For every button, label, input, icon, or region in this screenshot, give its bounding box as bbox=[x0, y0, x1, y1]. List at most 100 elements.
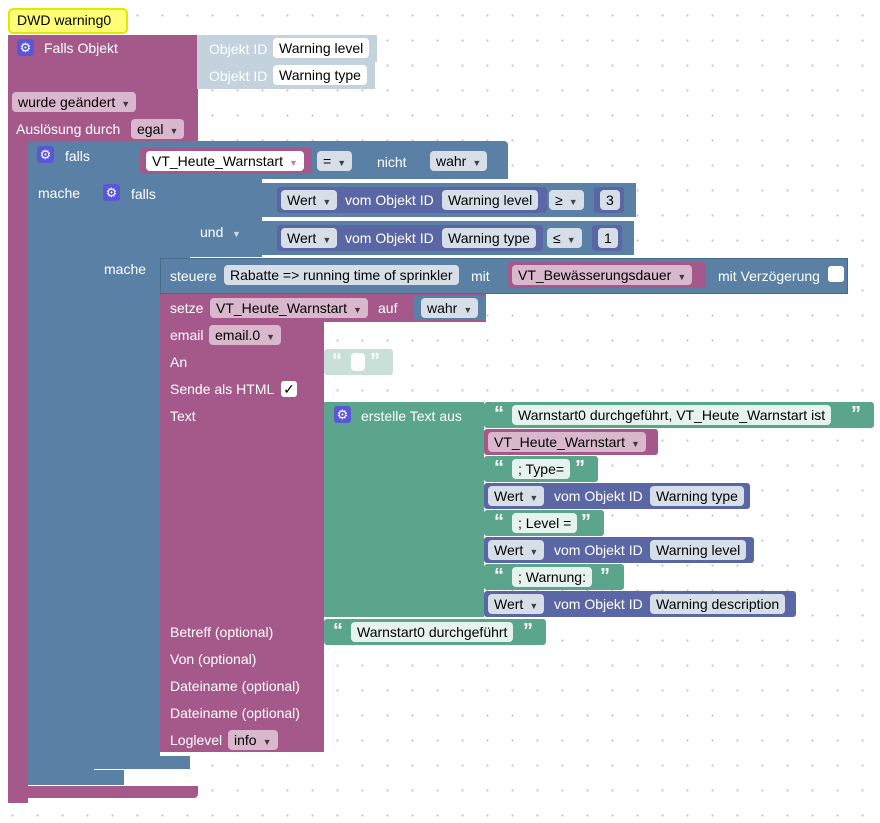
and-label: und bbox=[200, 224, 224, 240]
wert-select[interactable]: Wert▼ bbox=[488, 540, 545, 560]
from-label: Von (optional) bbox=[170, 651, 257, 667]
from-object-label: vom Objekt ID bbox=[554, 542, 643, 558]
inner-if-label: falls bbox=[131, 186, 156, 202]
get-value-item[interactable]: Wert▼ vom Objekt ID Warning level bbox=[484, 537, 754, 563]
text-item-field[interactable]: ; Level = bbox=[512, 513, 578, 533]
loglevel-select[interactable]: info▼ bbox=[228, 730, 278, 750]
wert-select[interactable]: Wert▼ bbox=[488, 594, 545, 614]
object-id-field[interactable]: Warning type bbox=[273, 65, 367, 85]
from-object-label: vom Objekt ID bbox=[345, 192, 434, 208]
not-label: nicht bbox=[377, 154, 407, 170]
and-arrow[interactable]: ▼ bbox=[232, 229, 241, 239]
outer-if-label: falls bbox=[65, 148, 90, 164]
quote-open-icon: “ bbox=[333, 620, 343, 642]
object-id-label: Objekt ID bbox=[209, 41, 268, 57]
object-id-field[interactable]: Warning level bbox=[273, 38, 370, 58]
object-id-field[interactable]: Warning type bbox=[442, 228, 536, 248]
text-item[interactable]: “ ; Level = ” bbox=[484, 510, 604, 536]
get-value-item[interactable]: Wert▼ vom Objekt ID Warning description bbox=[484, 591, 796, 617]
quote-close-icon: ” bbox=[851, 403, 861, 425]
to-text-field[interactable] bbox=[351, 353, 365, 371]
trigger-label: Falls Objekt bbox=[44, 40, 118, 56]
gear-icon[interactable]: ⚙ bbox=[103, 184, 120, 201]
quote-open-icon: “ bbox=[494, 565, 504, 587]
var-item-select[interactable]: VT_Heute_Warnstart▼ bbox=[488, 432, 646, 452]
text-join-block[interactable] bbox=[324, 402, 484, 617]
inner-if-left bbox=[94, 179, 160, 769]
wert-select[interactable]: Wert▼ bbox=[281, 190, 338, 210]
compare-op[interactable]: ≥▼ bbox=[549, 190, 584, 210]
with-label: mit bbox=[471, 268, 490, 284]
quote-open-icon: “ bbox=[494, 457, 504, 479]
gear-icon[interactable]: ⚙ bbox=[37, 146, 54, 163]
object-id-field[interactable]: Warning description bbox=[650, 594, 786, 614]
object-id-block-2[interactable]: Objekt ID Warning type bbox=[197, 62, 375, 89]
wert-select[interactable]: Wert▼ bbox=[281, 228, 338, 248]
number-field[interactable]: 1 bbox=[598, 228, 618, 248]
from-object-label: vom Objekt ID bbox=[554, 488, 643, 504]
change-select[interactable]: wurde geändert▼ bbox=[12, 92, 137, 112]
set-value-select[interactable]: wahr▼ bbox=[421, 298, 479, 318]
object-id-field[interactable]: Warning level bbox=[650, 540, 747, 560]
to-text-block[interactable]: “ ” bbox=[324, 349, 393, 375]
loglevel-label: Loglevel bbox=[170, 732, 223, 748]
text-item-field[interactable]: ; Warnung: bbox=[512, 567, 592, 587]
email-label: email bbox=[170, 327, 204, 343]
file1-label: Dateiname (optional) bbox=[170, 678, 300, 694]
from-object-label: vom Objekt ID bbox=[554, 596, 643, 612]
object-id-block-1[interactable]: Objekt ID Warning level bbox=[197, 35, 377, 62]
comment-bubble[interactable]: DWD warning0 bbox=[8, 8, 128, 34]
html-label: Sende als HTML bbox=[170, 381, 275, 397]
set-var-select[interactable]: VT_Heute_Warnstart▼ bbox=[210, 298, 368, 318]
outer-var-select[interactable]: VT_Heute_Warnstart▼ bbox=[146, 151, 304, 171]
object-id-field[interactable]: Warning type bbox=[650, 486, 744, 506]
subject-text-block[interactable]: “ Warnstart0 durchgeführt ” bbox=[324, 619, 546, 645]
text-item[interactable]: “ Warnstart0 durchgeführt, VT_Heute_Warn… bbox=[484, 402, 874, 428]
quote-close-icon: ” bbox=[600, 565, 610, 587]
get-value-item[interactable]: Wert▼ vom Objekt ID Warning type bbox=[484, 483, 750, 509]
quote-open-icon: “ bbox=[494, 403, 504, 425]
to-label: auf bbox=[378, 300, 398, 316]
control-label: steuere bbox=[170, 268, 217, 284]
outer-if-left bbox=[28, 141, 94, 785]
object-id-field[interactable]: Warning level bbox=[442, 190, 539, 210]
quote-close-icon: ” bbox=[523, 620, 533, 642]
var-item[interactable]: VT_Heute_Warnstart▼ bbox=[484, 429, 658, 455]
inner-if-bottom bbox=[94, 756, 190, 769]
text-label: Text bbox=[170, 408, 196, 424]
control-target-field[interactable]: Rabatte => running time of sprinkler bbox=[224, 265, 459, 285]
wert-select[interactable]: Wert▼ bbox=[488, 486, 545, 506]
outer-if-bottom bbox=[28, 770, 124, 785]
compare-op[interactable]: ≤▼ bbox=[547, 228, 582, 248]
subject-label: Betreff (optional) bbox=[170, 624, 274, 640]
compare-op[interactable]: =▼ bbox=[317, 151, 353, 171]
number-field[interactable]: 3 bbox=[600, 190, 620, 210]
gear-icon[interactable]: ⚙ bbox=[334, 406, 351, 423]
bool-select[interactable]: wahr▼ bbox=[430, 151, 488, 171]
text-item-field[interactable]: Warnstart0 durchgeführt, VT_Heute_Warnst… bbox=[512, 405, 832, 425]
inner-do-label: mache bbox=[104, 261, 147, 277]
control-block[interactable] bbox=[160, 258, 848, 294]
delay-label: mit Verzögerung bbox=[718, 268, 820, 284]
file2-label: Dateiname (optional) bbox=[170, 705, 300, 721]
subject-text-field[interactable]: Warnstart0 durchgeführt bbox=[351, 622, 514, 642]
text-item-field[interactable]: ; Type= bbox=[512, 459, 571, 479]
email-instance-select[interactable]: email.0▼ bbox=[209, 325, 282, 345]
object-id-label: Objekt ID bbox=[209, 68, 268, 84]
quote-open-icon: “ bbox=[494, 511, 504, 533]
outer-do-label: mache bbox=[38, 185, 81, 201]
from-object-label: vom Objekt ID bbox=[345, 230, 434, 246]
quote-open-icon: “ bbox=[332, 350, 342, 372]
delay-checkbox[interactable] bbox=[828, 266, 844, 282]
to-label: An bbox=[170, 354, 188, 370]
trigger-block-left bbox=[8, 35, 28, 803]
trigger-by-select[interactable]: egal▼ bbox=[131, 119, 185, 139]
quote-close-icon: ” bbox=[581, 511, 591, 533]
gear-icon[interactable]: ⚙ bbox=[17, 39, 34, 56]
set-label: setze bbox=[170, 300, 204, 316]
quote-close-icon: ” bbox=[575, 457, 585, 479]
text-item[interactable]: “ ; Warnung: ” bbox=[484, 564, 624, 590]
text-item[interactable]: “ ; Type= ” bbox=[484, 456, 598, 482]
html-checkbox[interactable]: ✓ bbox=[281, 381, 297, 397]
control-var-select[interactable]: VT_Bewässerungsdauer▼ bbox=[512, 265, 693, 285]
